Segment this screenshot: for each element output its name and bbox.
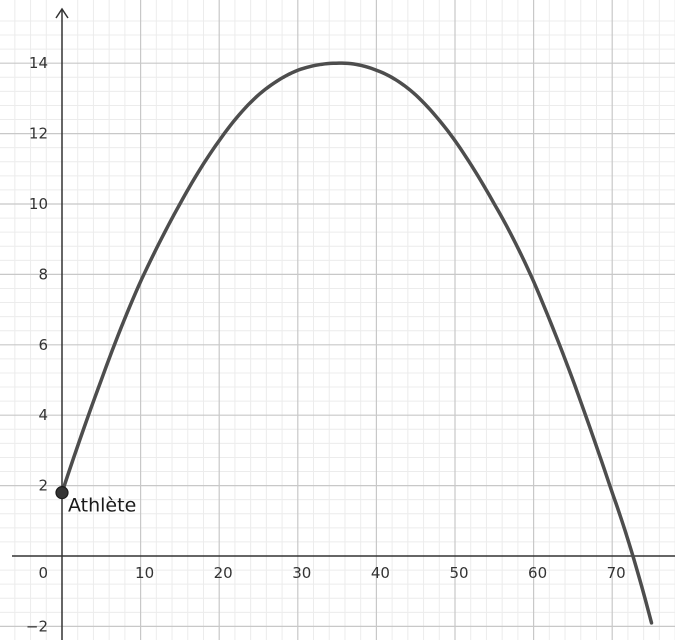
x-tick-label: 10 xyxy=(135,564,154,582)
y-tick-label: 10 xyxy=(29,195,48,213)
x-tick-label: 30 xyxy=(292,564,311,582)
y-tick-label: −2 xyxy=(26,617,48,635)
y-tick-label: 14 xyxy=(29,54,48,72)
athlete-point xyxy=(55,486,69,500)
x-tick-label: 0 xyxy=(38,564,48,582)
tick-labels: 0 10 20 30 40 50 60 70 −2 2 4 6 8 10 12 14 xyxy=(26,54,626,635)
x-tick-label: 70 xyxy=(607,564,626,582)
y-tick-label: 12 xyxy=(29,125,48,143)
series-layer xyxy=(60,61,654,625)
x-tick-label: 50 xyxy=(449,564,468,582)
y-axis-arrow xyxy=(55,7,69,19)
y-tick-label: 2 xyxy=(38,477,48,495)
x-tick-label: 40 xyxy=(371,564,390,582)
y-tick-label: 4 xyxy=(38,406,48,424)
y-tick-label: 6 xyxy=(38,336,48,354)
y-tick-label: 8 xyxy=(38,265,48,283)
points-layer: Athlète xyxy=(55,486,136,517)
trajectory-curve xyxy=(60,61,654,625)
x-tick-label: 60 xyxy=(528,564,547,582)
x-tick-label: 20 xyxy=(214,564,233,582)
athlete-point-label: Athlète xyxy=(68,495,136,517)
axes xyxy=(12,7,675,640)
